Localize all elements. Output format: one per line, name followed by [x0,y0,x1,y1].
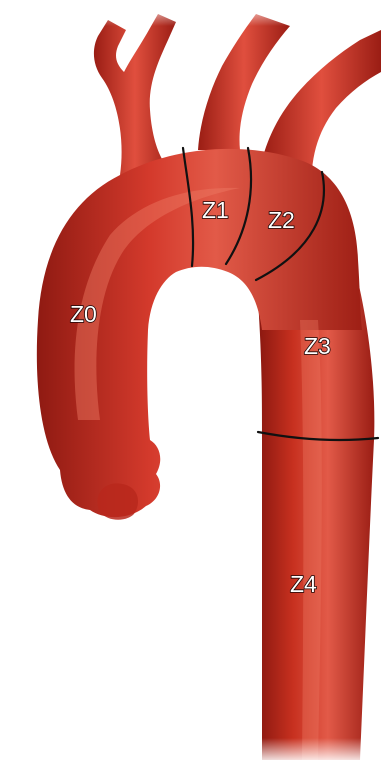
zone-label-z4: Z4 [290,571,317,597]
top-fade [0,0,381,26]
zone-label-z2: Z2 [268,207,295,233]
aortic-root-lobes [97,483,138,519]
left-subclavian-branch [262,30,381,170]
aorta [37,149,375,760]
zone-label-z1: Z1 [202,197,229,223]
brachiocephalic-branch [94,14,176,175]
bottom-fade [0,738,381,764]
zone-label-z3: Z3 [304,333,331,359]
zone-label-z0: Z0 [70,301,97,327]
